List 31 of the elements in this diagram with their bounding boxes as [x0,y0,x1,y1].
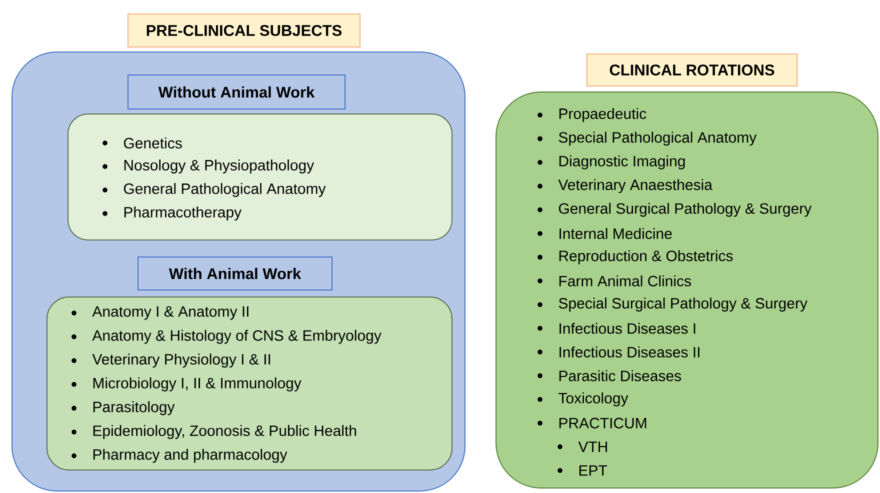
list-item: Farm Animal Clinics [538,275,691,286]
list-item: Special Surgical Pathology & Surgery [538,298,808,312]
heading-box: PRE-CLINICAL SUBJECTS [128,14,360,48]
list-item: Pharmacy and pharmacology [72,448,288,463]
list-item: PRACTICUM [538,418,646,428]
list-item: Veterinary Physiology I & II [72,354,270,368]
list-item: VTH [558,442,607,452]
list-item: Diagnostic Imaging [538,155,685,170]
list-item: Infectious Diseases II [538,346,700,358]
list-item: Microbiology I, II & Immunology [72,377,302,392]
list-item: Parasitology [72,401,175,416]
list-item: General Surgical Pathology & Surgery [538,202,812,217]
list-item: Anatomy I & Anatomy II [72,306,248,320]
list-item: Propaedeutic [538,108,646,122]
list-item: Internal Medicine [538,228,672,239]
list-item: Infectious Diseases I [538,322,696,334]
heading-box: With Animal Work [138,256,332,290]
heading-box: Without Animal Work [128,74,346,110]
list-item: EPT [558,465,608,476]
list-item: General Pathological Anatomy [102,183,326,197]
heading-box: CLINICAL ROTATIONS [586,54,798,86]
list-item: Anatomy & Histology of CNS & Embryology [72,330,382,344]
list-item: Genetics [102,138,182,148]
list-item: Reproduction & Obstetrics [538,250,733,264]
list-item: Toxicology [538,392,628,406]
list-item: Parasitic Diseases [538,370,681,382]
list-item: Epidemiology, Zoonosis & Public Health [72,425,356,439]
list-item: Pharmacotherapy [102,206,242,220]
list-item: Nosology & Physiopathology [102,160,314,174]
list-item: Special Pathological Anatomy [538,132,757,146]
list-item: Veterinary Anaesthesia [538,179,712,194]
